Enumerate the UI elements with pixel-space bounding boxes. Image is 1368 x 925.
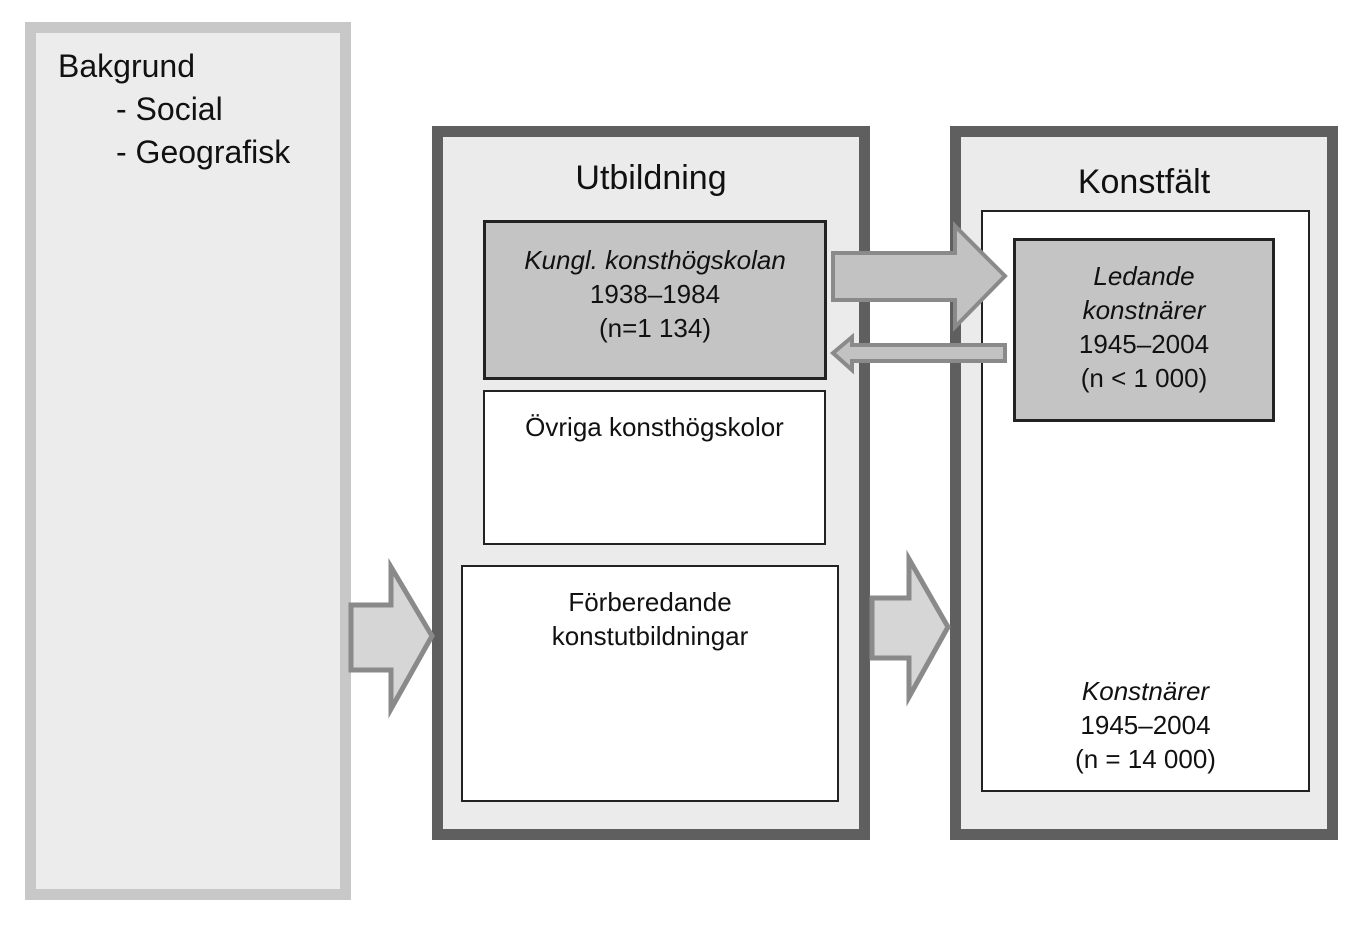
background-item-geographic: - Geografisk xyxy=(116,134,291,170)
artists-years: 1945–2004 xyxy=(1080,710,1211,740)
leading-artists-years: 1945–2004 xyxy=(1078,329,1210,359)
leading-artists-count: (n < 1 000) xyxy=(1080,363,1208,393)
leading-artists-box: Ledande konstnärer 1945–2004 (n < 1 000) xyxy=(1013,238,1275,422)
royal-academy-box: Kungl. konsthögskolan 1938–1984 (n=1 134… xyxy=(483,220,827,380)
leading-artists-line2: konstnärer xyxy=(1082,295,1206,325)
background-item-social: - Social xyxy=(116,91,223,127)
royal-academy-count: (n=1 134) xyxy=(598,313,712,343)
arrow-education-to-art-field xyxy=(869,549,951,707)
artists-name: Konstnärer xyxy=(1081,676,1210,706)
art-field-title: Konstfält xyxy=(1077,163,1211,201)
background-panel xyxy=(25,22,351,900)
artists-label: Konstnärer 1945–2004 (n = 14 000) xyxy=(983,674,1308,776)
other-academies-box: Övriga konsthögskolor xyxy=(483,390,826,545)
arrow-background-to-education xyxy=(348,557,435,719)
other-academies-name: Övriga konsthögskolor xyxy=(525,412,784,442)
preparatory-line1: Förberedande xyxy=(568,587,732,617)
leading-artists-line1: Ledande xyxy=(1093,261,1195,291)
background-title: Bakgrund xyxy=(58,48,195,84)
preparatory-education-box: Förberedande konstutbildningar xyxy=(461,565,839,802)
royal-academy-years: 1938–1984 xyxy=(589,279,721,309)
education-title: Utbildning xyxy=(575,159,727,197)
royal-academy-name: Kungl. konsthögskolan xyxy=(524,245,786,275)
artists-count: (n = 14 000) xyxy=(1075,744,1216,774)
preparatory-line2: konstutbildningar xyxy=(551,621,749,651)
